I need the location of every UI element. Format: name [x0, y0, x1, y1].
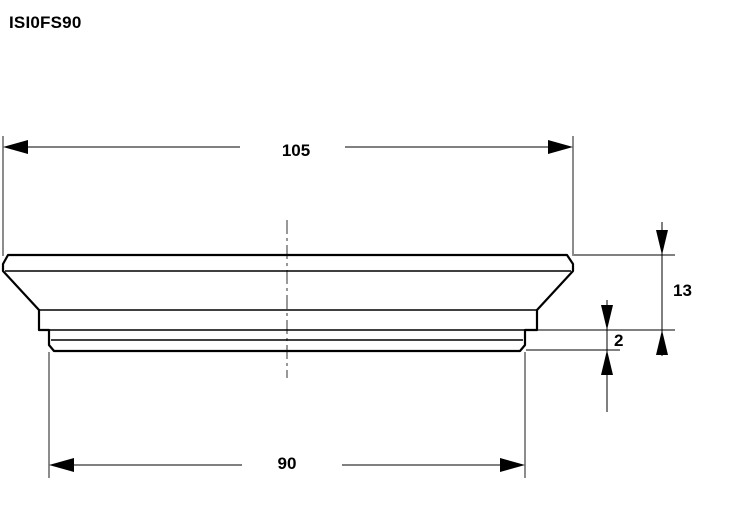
dimension-base-width: 90: [278, 454, 297, 473]
arrowhead-left: [49, 458, 74, 472]
dimension-90: [49, 458, 525, 472]
arrowhead-up: [656, 330, 668, 355]
arrowhead-down: [601, 305, 613, 330]
arrowhead-right: [548, 140, 573, 154]
dimension-105: [3, 140, 573, 154]
part-title: ISI0FS90: [9, 13, 82, 32]
dimension-height: 13: [673, 281, 692, 300]
outer-profile: [1, 253, 575, 353]
dimension-overall-width: 105: [282, 141, 310, 160]
arrowhead-down: [656, 230, 668, 255]
arrowhead-right: [500, 458, 525, 472]
dimension-2: [601, 300, 613, 412]
dimension-13: [656, 222, 668, 356]
dimension-step-height: 2: [614, 331, 623, 350]
arrowhead-up: [601, 350, 613, 375]
part-outline: [1, 253, 575, 353]
extension-lines: [2, 136, 675, 478]
arrowhead-left: [3, 140, 28, 154]
